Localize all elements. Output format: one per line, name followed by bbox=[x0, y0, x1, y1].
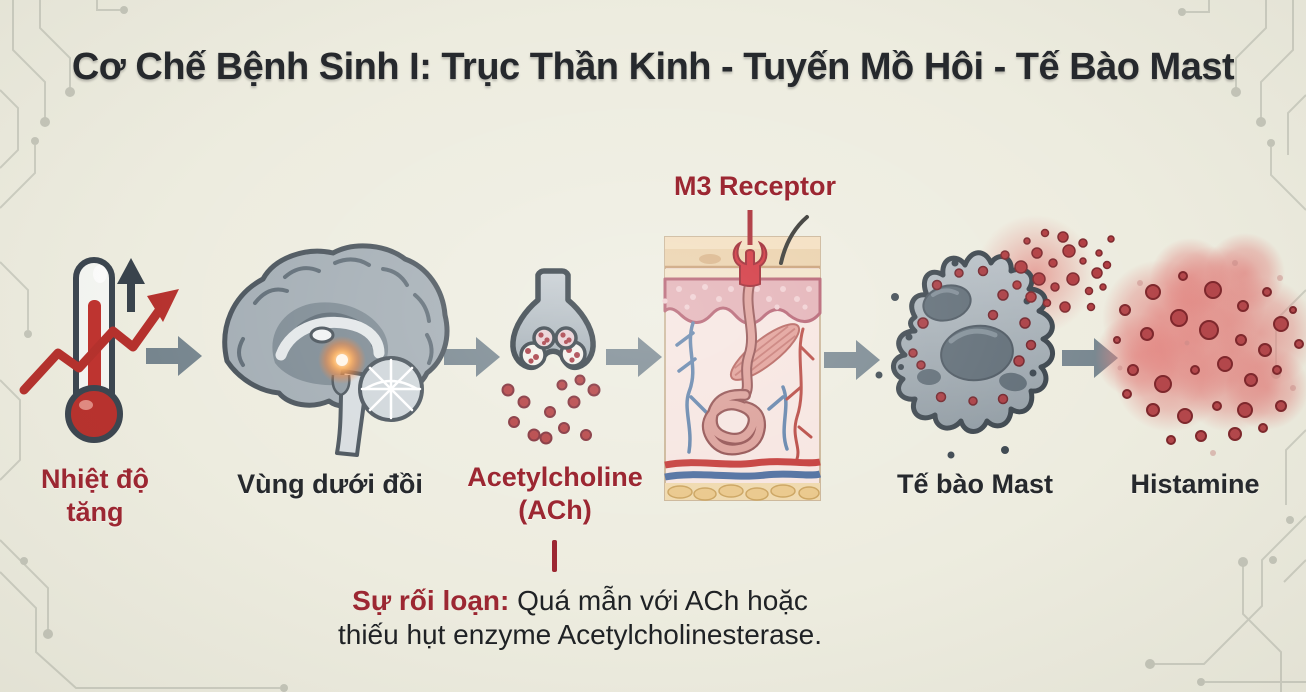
hair-icon bbox=[779, 215, 809, 265]
granule-spray bbox=[1000, 228, 1115, 313]
page-title: Cơ Chế Bệnh Sinh I: Trục Thần Kinh - Tuy… bbox=[71, 46, 1235, 88]
step-label-hypothalamus: Vùng dưới đồi bbox=[237, 469, 423, 499]
m3-receptor-icon bbox=[732, 240, 768, 287]
flow-arrow-icon bbox=[824, 340, 880, 380]
histamine-cloud-icon bbox=[1095, 233, 1306, 456]
synapse-ach-release-icon bbox=[501, 268, 601, 445]
skin-sweat-gland-icon bbox=[662, 210, 822, 501]
flow-arrow-icon bbox=[146, 336, 202, 376]
flow-arrow-icon bbox=[444, 337, 500, 377]
disorder-note-prefix: Sự rối loạn: bbox=[352, 585, 510, 616]
disorder-note: Sự rối loạn: Quá mẫn với ACh hoặc thiếu … bbox=[250, 584, 910, 652]
ach-note-connector-line bbox=[552, 540, 557, 572]
sweat-gland-coil bbox=[701, 388, 767, 456]
flow-arrow-icon bbox=[606, 337, 662, 377]
disorder-note-body: Quá mẫn với ACh hoặc thiếu hụt enzyme Ac… bbox=[337, 585, 823, 650]
mast-cell-icon bbox=[875, 215, 1115, 459]
step-label-m3-receptor: M3 Receptor bbox=[673, 171, 837, 201]
step-label-acetylcholine: Acetylcholine (ACh) bbox=[467, 462, 643, 525]
step-label-mast-cell: Tế bào Mast bbox=[896, 469, 1054, 499]
step-label-temperature: Nhiệt độ tăng bbox=[41, 464, 149, 527]
brain-hypothalamus-icon bbox=[222, 243, 450, 457]
thermometer-rising-icon bbox=[19, 257, 179, 443]
step-label-histamine: Histamine bbox=[1130, 469, 1260, 499]
